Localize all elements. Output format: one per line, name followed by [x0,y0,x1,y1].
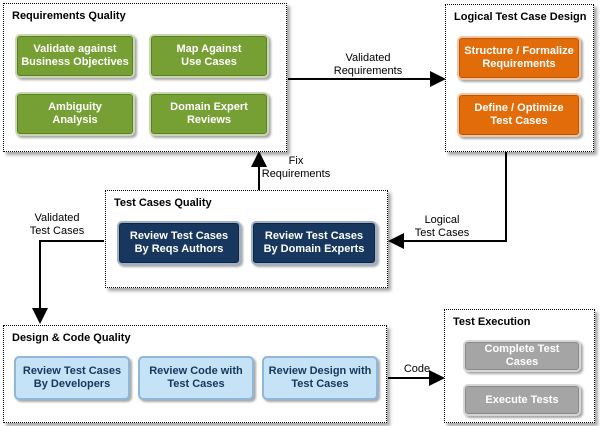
node-review-by-domain-experts: Review Test Cases By Domain Experts [251,221,377,265]
node-map-against-use-cases: Map Against Use Cases [149,34,269,78]
label-fix-requirements: Fix Requirements [261,155,331,180]
group-requirements-quality: Requirements Quality Validate against Bu… [3,3,287,152]
label-logical-test-cases: Logical Test Cases [414,214,470,239]
group-title: Requirements Quality [12,10,126,22]
node-domain-expert-reviews: Domain Expert Reviews [149,92,269,136]
arrow-logical-test-cases [388,152,507,249]
node-define-optimize-test-cases: Define / Optimize Test Cases [457,93,581,137]
node-review-code-with-test-cases: Review Code with Test Cases [138,356,254,400]
label-validated-test-cases: Validated Test Cases [29,212,85,237]
group-title: Test Cases Quality [114,197,212,209]
node-structure-formalize-requirements: Structure / Formalize Requirements [457,36,581,80]
arrow-validated-test-cases [32,240,104,324]
group-design-code-quality: Design & Code Quality Review Test Cases … [3,325,387,423]
group-logical-test-case-design: Logical Test Case Design Structure / For… [445,4,594,152]
label-validated-requirements: Validated Requirements [333,52,403,77]
label-code: Code [403,363,431,375]
node-review-design-with-test-cases: Review Design with Test Cases [262,356,378,400]
node-execute-tests: Execute Tests [463,384,581,416]
node-review-by-reqs-authors: Review Test Cases By Reqs Authors [117,221,241,265]
node-review-by-developers: Review Test Cases By Developers [14,356,130,400]
node-validate-business-objectives: Validate against Business Objectives [15,34,135,78]
group-test-cases-quality: Test Cases Quality Review Test Cases By … [105,190,388,288]
group-title: Design & Code Quality [12,332,131,344]
group-test-execution: Test Execution Complete Test Cases Execu… [444,309,595,423]
node-complete-test-cases: Complete Test Cases [463,340,581,372]
node-ambiguity-analysis: Ambiguity Analysis [15,92,135,136]
group-title: Logical Test Case Design [454,11,587,23]
group-title: Test Execution [453,316,531,328]
